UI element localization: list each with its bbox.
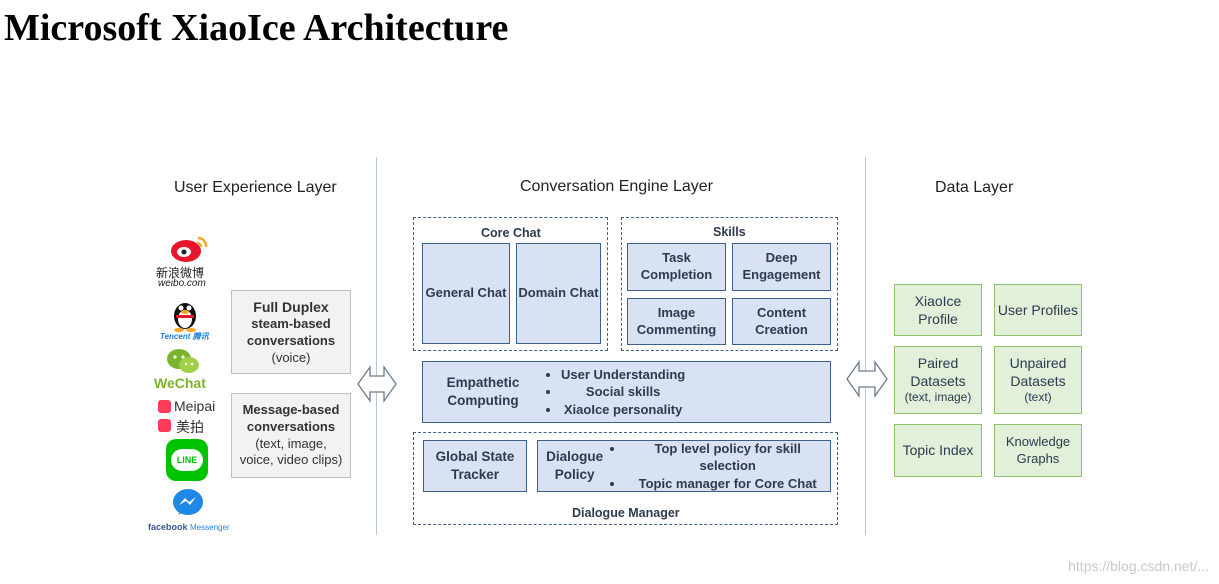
global-state-tracker-box: Global State Tracker xyxy=(423,440,527,492)
list-item: User Understanding xyxy=(561,366,685,384)
double-arrow-left-icon xyxy=(356,364,398,409)
wechat-label: WeChat xyxy=(154,375,206,391)
watermark: https://blog.csdn.net/... xyxy=(1068,558,1209,574)
xiaoice-profile-box: XiaoIce Profile xyxy=(894,284,982,336)
list-item: Top level policy for skill selection xyxy=(625,440,830,475)
unpaired-datasets-label: Unpaired Datasets xyxy=(1009,355,1067,390)
user-experience-layer-title: User Experience Layer xyxy=(174,179,337,196)
unpaired-datasets-note: (text) xyxy=(1024,390,1052,405)
double-arrow-right-icon xyxy=(845,359,889,404)
weibo-url: weibo.com xyxy=(158,278,206,289)
layer-divider-right xyxy=(865,157,866,535)
qq-penguin-icon xyxy=(170,296,200,337)
dialogue-manager-group xyxy=(413,432,838,525)
deep-engagement-box: Deep Engagement xyxy=(732,243,831,291)
full-duplex-line3: conversations xyxy=(246,332,336,348)
task-completion-box: Task Completion xyxy=(627,243,726,291)
dialogue-policy-box: Dialogue Policy Top level policy for ski… xyxy=(537,440,831,492)
wechat-icon xyxy=(166,348,202,381)
list-item: Social skills xyxy=(561,383,685,401)
knowledge-graphs-box: Knowledge Graphs xyxy=(994,424,1082,477)
image-commenting-box: Image Commenting xyxy=(627,298,726,345)
weibo-icon xyxy=(168,234,210,269)
messenger-icon xyxy=(172,488,204,523)
paired-datasets-note: (text, image) xyxy=(904,390,972,405)
user-profiles-box: User Profiles xyxy=(994,284,1082,336)
empathetic-computing-label: Empathetic Computing xyxy=(446,375,520,408)
list-item: Topic manager for Core Chat xyxy=(625,475,830,493)
dialogue-policy-label: Dialogue Policy xyxy=(546,449,604,482)
general-chat-box: General Chat xyxy=(422,243,510,344)
unpaired-datasets-box: Unpaired Datasets (text) xyxy=(994,346,1082,414)
paired-datasets-label: Paired Datasets xyxy=(910,355,966,390)
line-label: LINE xyxy=(176,455,198,465)
domain-chat-box: Domain Chat xyxy=(516,243,601,344)
messenger-label: Messenger xyxy=(190,523,230,532)
meipai-icon xyxy=(158,400,171,413)
weibo-label: 新浪微博 xyxy=(156,266,205,280)
empathetic-computing-box: Empathetic Computing User Understanding … xyxy=(422,361,831,423)
meipai-cn-icon xyxy=(158,419,171,432)
message-based-line3: (text, image, xyxy=(255,435,327,451)
meipai-cn-label: 美拍 xyxy=(176,419,204,435)
full-duplex-line4: (voice) xyxy=(271,349,311,365)
page-title: Microsoft XiaoIce Architecture xyxy=(4,7,509,49)
full-duplex-title: Full Duplex xyxy=(253,298,329,315)
message-based-line2: conversations xyxy=(246,418,336,434)
tencent-label: Tencent 腾讯 xyxy=(160,332,209,341)
core-chat-label: Core Chat xyxy=(481,226,541,240)
paired-datasets-box: Paired Datasets (text, image) xyxy=(894,346,982,414)
content-creation-box: Content Creation xyxy=(732,298,831,345)
message-based-title: Message-based xyxy=(242,401,340,417)
full-duplex-box: Full Duplex steam-based conversations (v… xyxy=(231,290,351,374)
platform-logos: 新浪微博 weibo.com Tencent 腾讯 WeChat Meipai … xyxy=(148,232,230,532)
dialogue-manager-label: Dialogue Manager xyxy=(572,506,680,520)
message-based-box: Message-based conversations (text, image… xyxy=(231,393,351,478)
core-chat-group xyxy=(413,217,608,351)
skills-label: Skills xyxy=(713,225,746,239)
list-item: XiaoIce personality xyxy=(561,401,685,419)
conversation-engine-layer-title: Conversation Engine Layer xyxy=(520,178,714,195)
topic-index-box: Topic Index xyxy=(894,424,982,477)
dialogue-policy-list: Top level policy for skill selection Top… xyxy=(611,440,830,493)
full-duplex-line2: steam-based xyxy=(251,315,331,331)
line-icon: LINE xyxy=(166,439,208,481)
messenger-facebook-label: facebook xyxy=(148,522,188,532)
data-layer-title: Data Layer xyxy=(935,179,1014,196)
meipai-label: Meipai xyxy=(174,398,216,414)
message-based-line4: voice, video clips) xyxy=(239,452,343,468)
layer-divider-left xyxy=(376,157,377,535)
empathetic-computing-list: User Understanding Social skills XiaoIce… xyxy=(543,366,685,419)
skills-group xyxy=(621,217,838,351)
